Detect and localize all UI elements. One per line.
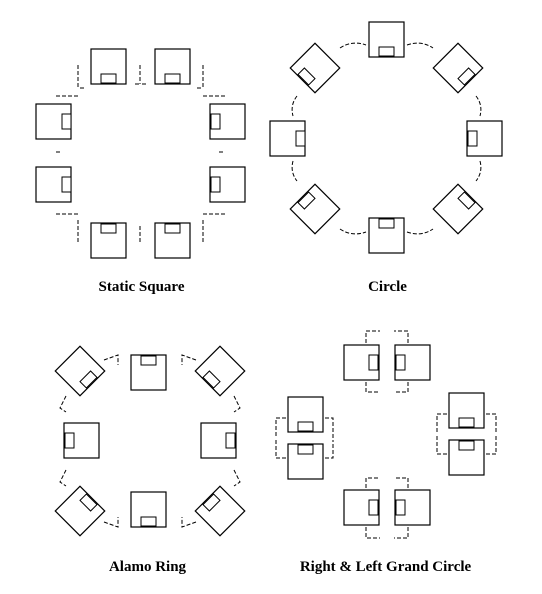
dancer [432, 42, 484, 94]
dancer [154, 222, 191, 259]
dancer [63, 422, 100, 459]
right-left-grand-circle-formation [275, 330, 497, 539]
dancer [54, 345, 106, 397]
dancer [287, 443, 324, 480]
dancer [466, 120, 503, 157]
dancer [54, 485, 106, 537]
dancer [130, 491, 167, 528]
dancer [368, 21, 405, 58]
dancer [194, 485, 246, 537]
dancer [394, 489, 431, 526]
dancer [287, 396, 324, 433]
dancer [130, 354, 167, 391]
dancer [90, 48, 127, 85]
dancer [200, 422, 237, 459]
caption-right-left-grand-circle: Right & Left Grand Circle [299, 559, 472, 575]
dancer [269, 120, 306, 157]
caption-alamo-ring: Alamo Ring [108, 559, 187, 575]
dancer [35, 103, 72, 140]
dancer [448, 439, 485, 476]
dancer [154, 48, 191, 85]
dancer [209, 166, 246, 203]
dancer [432, 183, 484, 235]
dancer [194, 345, 246, 397]
static-square-formation [35, 48, 246, 259]
alamo-ring-formation [54, 345, 246, 537]
dancer [35, 166, 72, 203]
caption-circle: Circle [368, 279, 407, 295]
dancer [90, 222, 127, 259]
dancer [289, 42, 341, 94]
caption-static-square: Static Square [98, 279, 185, 295]
circle-formation [269, 21, 503, 254]
dancer [368, 217, 405, 254]
dancer [448, 392, 485, 429]
dancer [289, 183, 341, 235]
dancer [209, 103, 246, 140]
dancer [343, 344, 380, 381]
dancer [343, 489, 380, 526]
dancer [394, 344, 431, 381]
